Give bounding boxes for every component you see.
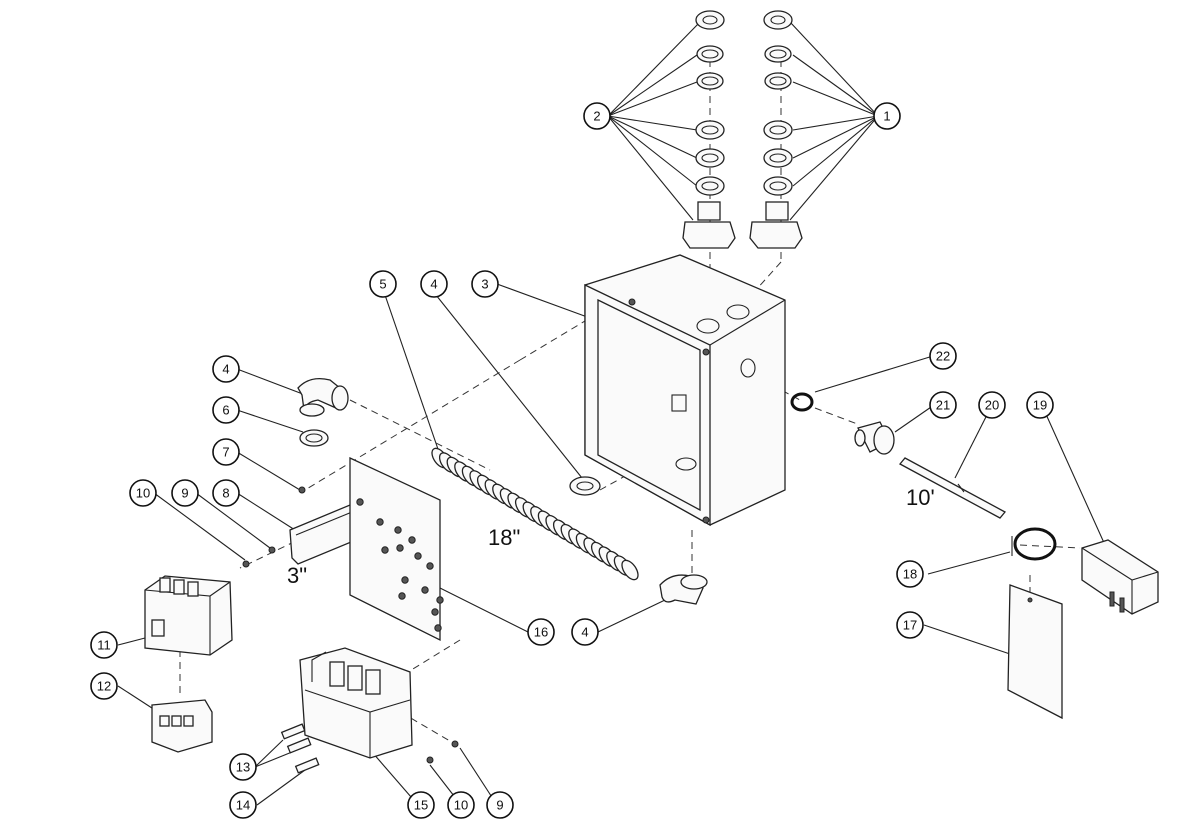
callout-10-left: 10	[129, 479, 157, 507]
contactor	[144, 575, 233, 656]
svg-text:9: 9	[496, 798, 503, 813]
rail-length-label: 3"	[287, 563, 307, 588]
callout-7: 7	[212, 438, 240, 466]
overload-relay	[151, 699, 213, 753]
svg-text:17: 17	[903, 618, 917, 633]
fitting-stack-right	[749, 10, 803, 249]
callout-21: 21	[929, 391, 957, 419]
callout-10-right: 10	[447, 791, 475, 819]
screw-7	[298, 486, 306, 494]
callout-6: 6	[212, 396, 240, 424]
svg-text:4: 4	[581, 625, 588, 640]
alarm-plug-unit	[1081, 539, 1159, 615]
svg-text:20: 20	[985, 398, 999, 413]
svg-text:21: 21	[936, 398, 950, 413]
svg-text:22: 22	[936, 349, 950, 364]
callout-13: 13	[229, 753, 257, 781]
callout-17: 17	[896, 611, 924, 639]
callout-1: 1	[873, 102, 901, 130]
screw-9-right	[451, 740, 459, 748]
washer-enclosure	[569, 476, 601, 496]
screw-9-left	[268, 546, 276, 554]
callout-11: 11	[90, 631, 118, 659]
cable-length-label: 10'	[906, 485, 935, 510]
fuses	[280, 723, 320, 774]
screw-10-left	[242, 560, 250, 568]
svg-text:5: 5	[379, 277, 386, 292]
callout-15: 15	[407, 791, 435, 819]
svg-text:4: 4	[222, 362, 229, 377]
sealing-washer	[299, 429, 329, 447]
callout-9-left: 9	[171, 479, 199, 507]
gasket-ring	[790, 392, 814, 412]
corrugated-hose	[431, 447, 639, 581]
svg-text:3: 3	[481, 277, 488, 292]
screw-10-right	[426, 756, 434, 764]
callout-3: 3	[471, 270, 499, 298]
svg-text:10: 10	[454, 798, 468, 813]
svg-text:16: 16	[534, 625, 548, 640]
elbow-fitting-top	[297, 377, 349, 417]
svg-text:14: 14	[236, 798, 250, 813]
callout-2: 2	[583, 102, 611, 130]
hose-length-label: 18"	[488, 525, 520, 550]
callout-16: 16	[527, 618, 555, 646]
svg-text:6: 6	[222, 403, 229, 418]
callout-5: 5	[369, 270, 397, 298]
callout-4-top: 4	[420, 270, 448, 298]
callout-22: 22	[929, 342, 957, 370]
svg-text:4: 4	[430, 277, 437, 292]
callout-18: 18	[896, 560, 924, 588]
callout-8: 8	[212, 479, 240, 507]
fitting-stack-left	[682, 10, 736, 249]
callout-12: 12	[90, 672, 118, 700]
enclosure-box	[584, 254, 786, 527]
leader-lines	[117, 21, 1106, 806]
cord-grip-connector	[854, 421, 895, 455]
svg-text:12: 12	[97, 679, 111, 694]
svg-text:1: 1	[883, 109, 890, 124]
svg-text:15: 15	[414, 798, 428, 813]
svg-text:2: 2	[593, 109, 600, 124]
callout-9-right: 9	[486, 791, 514, 819]
callout-14: 14	[229, 791, 257, 819]
din-rail	[289, 504, 357, 565]
svg-text:7: 7	[222, 445, 229, 460]
svg-text:9: 9	[181, 486, 188, 501]
svg-text:8: 8	[222, 486, 229, 501]
svg-text:11: 11	[97, 638, 111, 653]
back-plate	[349, 456, 444, 642]
svg-text:13: 13	[236, 760, 250, 775]
svg-text:18: 18	[903, 567, 917, 582]
callout-4-bottom: 4	[571, 618, 599, 646]
elbow-fitting-bottom	[659, 574, 708, 605]
svg-text:10: 10	[136, 486, 150, 501]
callout-20: 20	[978, 391, 1006, 419]
float-switch-cable	[898, 457, 1007, 519]
transformer	[299, 647, 413, 759]
callout-19: 19	[1026, 391, 1054, 419]
callout-4-left: 4	[212, 355, 240, 383]
svg-text:19: 19	[1033, 398, 1047, 413]
tag-plate	[1007, 584, 1063, 720]
tie-ring	[1011, 527, 1057, 561]
